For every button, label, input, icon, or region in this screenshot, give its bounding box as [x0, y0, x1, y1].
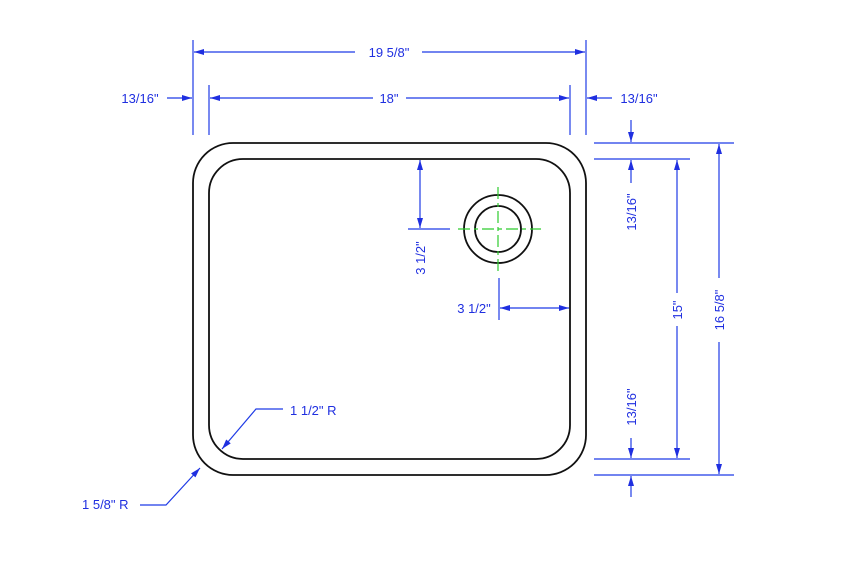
right-rim-label: 13/16": [620, 91, 658, 106]
overall-width-label: 19 5/8": [369, 45, 410, 60]
drain-from-top-label: 3 1/2": [413, 241, 428, 275]
outer-radius-callout: 1 5/8" R: [82, 467, 201, 512]
drain-from-side-dimension: 3 1/2": [457, 278, 569, 320]
sink-outer-outline: [192, 142, 587, 476]
overall-width-dimension: 19 5/8": [192, 40, 587, 135]
bowl-width-label: 18": [379, 91, 398, 106]
top-rim-dimension: 13/16": [624, 120, 639, 231]
inner-radius-callout: 1 1/2" R: [221, 403, 337, 450]
left-rim-dimension: 13/16": [121, 91, 192, 106]
overall-depth-label: 16 5/8": [712, 289, 727, 330]
left-rim-label: 13/16": [121, 91, 159, 106]
drain-from-side-label: 3 1/2": [457, 301, 491, 316]
bowl-depth-dimension: 15": [670, 160, 685, 458]
right-rim-dimension: 13/16": [587, 91, 658, 106]
top-rim-label: 13/16": [624, 193, 639, 231]
bowl-depth-label: 15": [670, 300, 685, 319]
sink-bowl-outline: [208, 158, 571, 460]
bottom-rim-label: 13/16": [624, 388, 639, 426]
inner-radius-label: 1 1/2" R: [290, 403, 337, 418]
bowl-width-dimension: 18": [208, 85, 571, 135]
drain-from-top-dimension: 3 1/2": [408, 160, 450, 275]
bottom-rim-dimension: 13/16": [624, 388, 639, 497]
overall-depth-dimension: 16 5/8": [712, 144, 727, 474]
outer-radius-label: 1 5/8" R: [82, 497, 129, 512]
